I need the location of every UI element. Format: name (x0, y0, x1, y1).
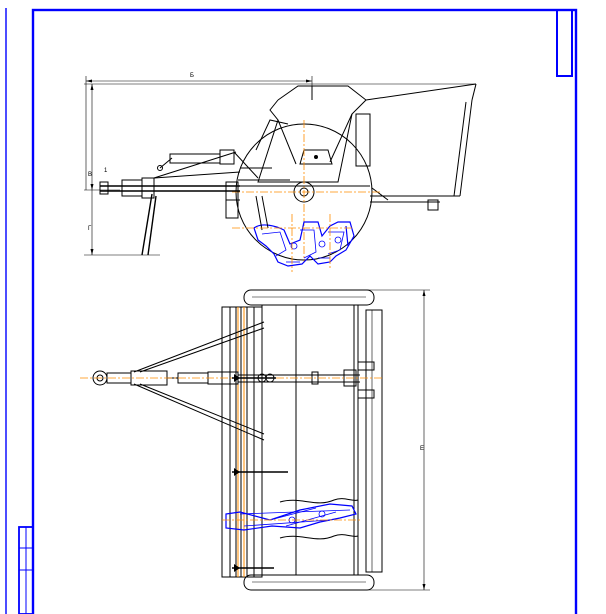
dim-label-width: Е (420, 446, 424, 452)
side-wheel (232, 120, 382, 262)
plan-drawbar (80, 321, 382, 441)
plan-coulters (232, 373, 288, 572)
dimension-length: Б (85, 73, 313, 190)
plan-roller-body (261, 304, 383, 576)
side-view: Б В Г 1 (84, 73, 477, 272)
side-drawbar (99, 149, 370, 256)
plan-working-unit-highlight (222, 503, 360, 531)
plan-view: Е (80, 289, 430, 591)
side-working-unit-highlight (232, 195, 355, 272)
dimension-height: В Г 1 (84, 83, 476, 256)
hopper-body (255, 83, 477, 211)
dim-label-height: В (88, 172, 92, 178)
dim-label-small: 1 (104, 168, 108, 174)
dim-label-length: Б (190, 73, 194, 79)
plan-frame (221, 306, 263, 578)
dim-label-hitch-height: Г (88, 226, 92, 232)
sheet-frame (5, 8, 578, 614)
dimension-width: Е (366, 289, 430, 591)
